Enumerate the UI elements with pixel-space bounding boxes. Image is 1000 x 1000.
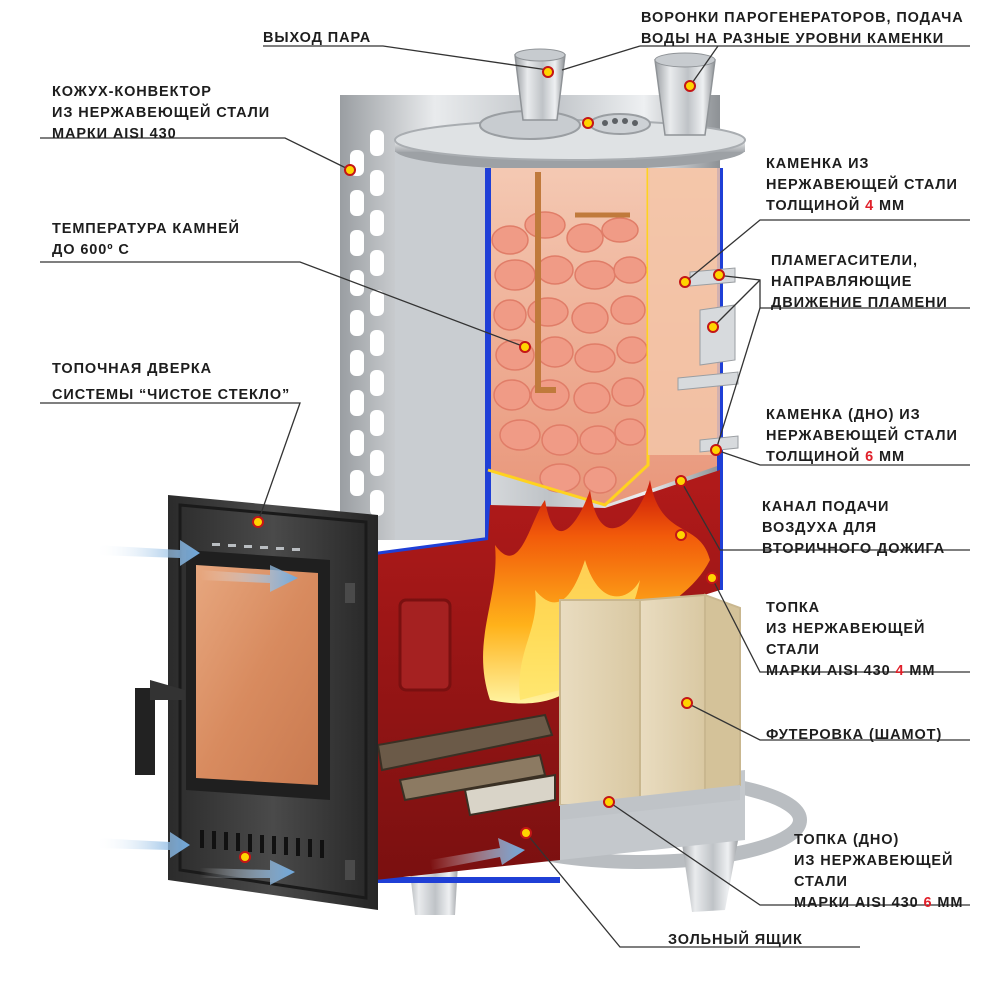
label-air-channel: КАНАЛ ПОДАЧИ ВОЗДУХА ДЛЯ ВТОРИЧНОГО ДОЖИ… xyxy=(762,499,946,557)
firebox-door xyxy=(135,495,378,910)
firebox-interior xyxy=(375,470,720,880)
top-lid xyxy=(394,110,746,170)
label-convector-casing: КОЖУХ-КОНВЕКТОР ИЗ НЕРЖАВЕЮЩЕЙ СТАЛИ МАР… xyxy=(52,84,271,142)
label-ash-box: ЗОЛЬНЫЙ ЯЩИК xyxy=(668,932,803,948)
label-firebox: ТОПКА ИЗ НЕРЖАВЕЮЩЕЙ СТАЛИ МАРКИ AISI 43… xyxy=(766,600,936,679)
label-heater-bottom: КАМЕНКА (ДНО) ИЗ НЕРЖАВЕЮЩЕЙ СТАЛИ ТОЛЩИ… xyxy=(766,407,958,465)
air-flow-arrows xyxy=(95,540,525,885)
label-firebox-door: ТОПОЧНАЯ ДВЕРКА СИСТЕМЫ “ЧИСТОЕ СТЕКЛО” xyxy=(52,361,291,403)
label-steam-funnels: ВОРОНКИ ПАРОГЕНЕРАТОРОВ, ПОДАЧА ВОДЫ НА … xyxy=(641,10,964,47)
stone-chamber xyxy=(372,168,723,883)
leader-lines xyxy=(40,45,970,948)
label-stone-temperature: ТЕМПЕРАТУРА КАМНЕЙ ДО 600º С xyxy=(52,221,240,258)
label-fireclay-lining: ФУТЕРОВКА (ШАМОТ) xyxy=(766,727,943,743)
marker-dots xyxy=(239,66,725,863)
label-firebox-bottom: ТОПКА (ДНО) ИЗ НЕРЖАВЕЮЩЕЙ СТАЛИ МАРКИ A… xyxy=(794,832,964,911)
label-flame-dampers: ПЛАМЕГАСИТЕЛИ, НАПРАВЛЯЮЩИЕ ДВИЖЕНИЕ ПЛА… xyxy=(771,253,948,311)
label-heater-wall: КАМЕНКА ИЗ НЕРЖАВЕЮЩЕЙ СТАЛИ ТОЛЩИНОЙ 4 … xyxy=(766,156,958,214)
flame-dampers xyxy=(677,267,739,453)
label-steam-outlet: ВЫХОД ПАРА xyxy=(263,30,372,46)
fireclay-lining xyxy=(559,593,741,820)
